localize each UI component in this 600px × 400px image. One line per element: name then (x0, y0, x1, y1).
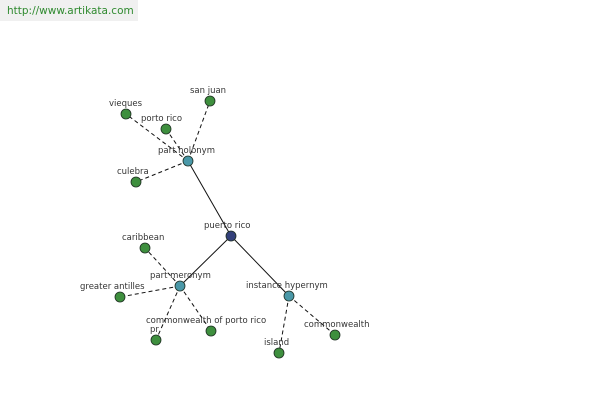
edge-part-holonym-to-porto-rico (165, 128, 189, 162)
node-label-part-holonym[interactable]: part holonym (158, 146, 215, 156)
node-caribbean[interactable]: caribbean (122, 233, 164, 254)
node-puerto-rico[interactable]: puerto rico (204, 221, 250, 242)
node-instance-hypernym[interactable]: instance hypernym (246, 281, 328, 302)
node-marker-san-juan[interactable] (204, 95, 216, 107)
node-marker-caribbean[interactable] (139, 242, 151, 254)
node-label-vieques[interactable]: vieques (109, 99, 143, 109)
edge-part-meronym-to-commonwealth-of-porto-rico (179, 285, 212, 332)
edge-part-meronym-to-caribbean (144, 247, 181, 287)
node-pr[interactable]: pr (150, 325, 162, 346)
node-label-instance-hypernym[interactable]: instance hypernym (246, 281, 328, 291)
node-greater-antilles[interactable]: greater antilles (80, 282, 145, 303)
node-label-culebra[interactable]: culebra (117, 167, 149, 177)
node-commonwealth-of-porto-rico[interactable]: commonwealth of porto rico (146, 316, 266, 337)
node-label-san-juan[interactable]: san juan (190, 86, 226, 96)
node-marker-puerto-rico[interactable] (225, 230, 237, 242)
node-part-holonym[interactable]: part holonym (158, 146, 215, 167)
edge-part-meronym-to-pr (155, 285, 181, 341)
node-label-porto-rico[interactable]: porto rico (141, 114, 182, 124)
node-marker-porto-rico[interactable] (160, 123, 172, 135)
edge-part-holonym-to-culebra (135, 160, 189, 183)
edge-part-holonym-to-san-juan (187, 100, 211, 162)
edge-instance-hypernym-to-island (278, 295, 290, 354)
node-marker-part-meronym[interactable] (174, 280, 186, 292)
node-island[interactable]: island (264, 338, 289, 359)
node-marker-vieques[interactable] (120, 108, 132, 120)
node-label-commonwealth-of-porto-rico[interactable]: commonwealth of porto rico (146, 316, 266, 326)
edge-part-meronym-to-greater-antilles (119, 285, 181, 298)
node-label-pr[interactable]: pr (150, 325, 159, 335)
node-label-island[interactable]: island (264, 338, 289, 348)
node-marker-part-holonym[interactable] (182, 155, 194, 167)
node-marker-commonwealth[interactable] (329, 329, 341, 341)
graph-nodes: puerto rico part holonym part meronym insta… (80, 86, 370, 359)
node-label-greater-antilles[interactable]: greater antilles (80, 282, 145, 292)
node-marker-island[interactable] (273, 347, 285, 359)
site-url-link[interactable]: http://www.artikata.com (7, 5, 134, 17)
node-marker-commonwealth-of-porto-rico[interactable] (205, 325, 217, 337)
node-commonwealth[interactable]: commonwealth (304, 320, 370, 341)
graph-edges (119, 100, 336, 354)
node-marker-pr[interactable] (150, 334, 162, 346)
node-san-juan[interactable]: san juan (190, 86, 226, 107)
node-marker-greater-antilles[interactable] (114, 291, 126, 303)
node-marker-culebra[interactable] (130, 176, 142, 188)
node-vieques[interactable]: vieques (109, 99, 143, 120)
edge-puerto-rico-to-instance-hypernym (230, 235, 290, 297)
url-bar: http://www.artikata.com (0, 0, 138, 21)
node-marker-instance-hypernym[interactable] (283, 290, 295, 302)
node-label-commonwealth[interactable]: commonwealth (304, 320, 370, 330)
node-part-meronym[interactable]: part meronym (150, 271, 211, 292)
edge-puerto-rico-to-part-holonym (187, 160, 232, 237)
edge-puerto-rico-to-part-meronym (179, 235, 232, 287)
edge-part-holonym-to-vieques (125, 113, 189, 162)
node-porto-rico[interactable]: porto rico (141, 114, 182, 135)
node-culebra[interactable]: culebra (117, 167, 149, 188)
node-label-puerto-rico[interactable]: puerto rico (204, 221, 250, 231)
node-label-caribbean[interactable]: caribbean (122, 233, 164, 243)
edge-instance-hypernym-to-commonwealth (288, 295, 336, 336)
node-label-part-meronym[interactable]: part meronym (150, 271, 211, 281)
